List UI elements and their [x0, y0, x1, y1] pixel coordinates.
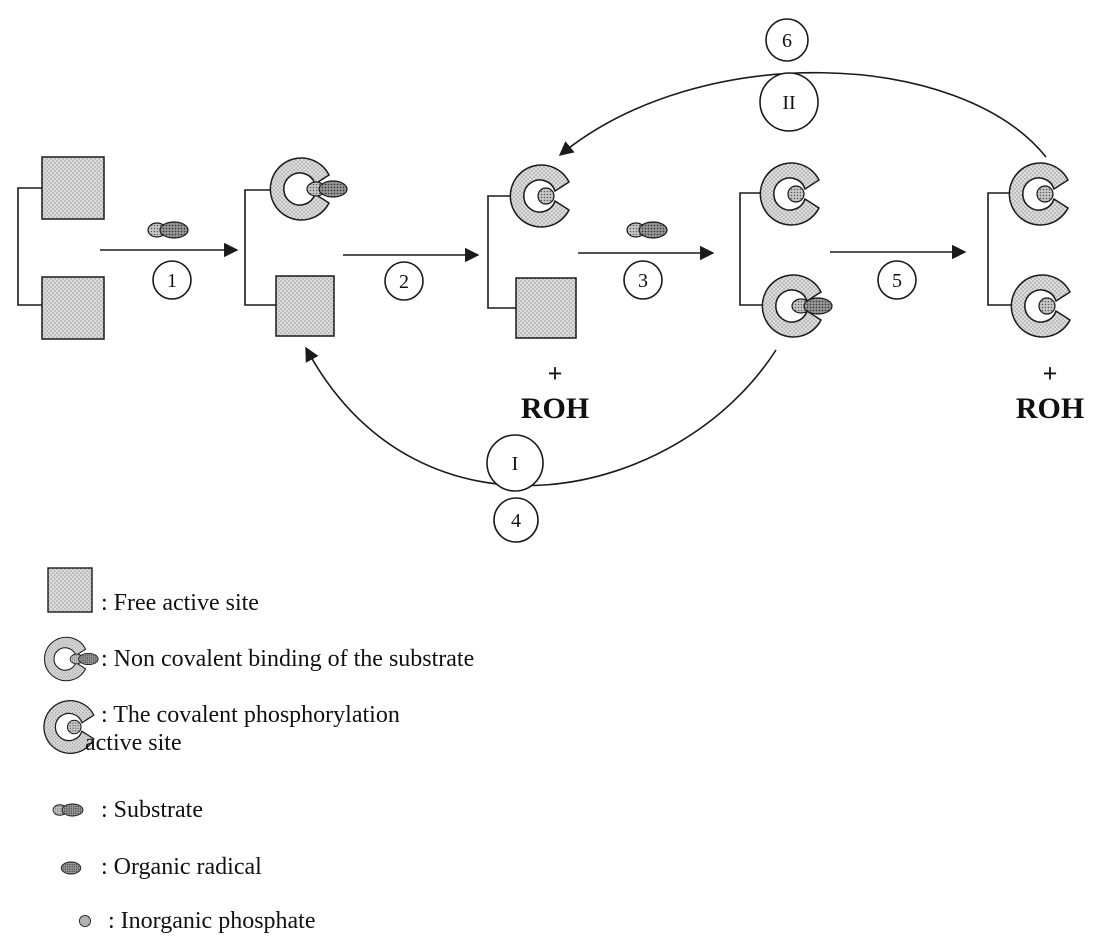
step-5-label: 5 — [892, 270, 902, 292]
cycle-ii-marker: II — [759, 72, 819, 132]
free-site-square — [41, 156, 105, 220]
legend-substrate: : Substrate — [101, 797, 203, 823]
phosphate-icon — [1036, 185, 1054, 203]
plus-sign: + — [548, 359, 563, 388]
substrate-icon — [306, 180, 348, 198]
free-site-square — [41, 276, 105, 340]
substrate-icon — [791, 297, 833, 315]
legend-inorganic-phosphate: : Inorganic phosphate — [108, 908, 316, 934]
step-6-marker: 6 — [765, 18, 809, 62]
roh-product: ROH — [521, 392, 589, 425]
cycle-i-arrow — [305, 346, 777, 487]
step-1-marker: 1 — [152, 260, 192, 300]
stage-b — [244, 157, 348, 337]
step-6-label: 6 — [782, 30, 792, 52]
stage-a-free-sites — [17, 156, 105, 340]
step-1-label: 1 — [167, 270, 177, 292]
cycle-ii-label: II — [782, 92, 795, 114]
phosphate-icon — [537, 187, 555, 205]
plus-sign: + — [1043, 359, 1058, 388]
cycle-i-label: I — [512, 453, 519, 475]
stage-d — [739, 162, 833, 338]
step-2-marker: 2 — [384, 261, 424, 301]
legend: : Free active site : Non covalent bindin… — [43, 567, 474, 934]
free-site-square — [515, 277, 577, 339]
step-3-marker: 3 — [623, 260, 663, 300]
legend-covalent-line2: active site — [85, 730, 182, 756]
cycle-i-marker: I — [486, 434, 544, 492]
noncovalent-legend-icon — [44, 636, 99, 682]
cycle-ii-arrow — [558, 71, 1047, 158]
legend-organic-radical: : Organic radical — [101, 854, 262, 880]
step-5-marker: 5 — [877, 260, 917, 300]
phosphate-icon — [1038, 297, 1056, 315]
substrate-icon — [626, 221, 668, 239]
phosphate-icon — [787, 185, 805, 203]
free-site-square — [275, 275, 335, 337]
substrate-icon — [147, 221, 189, 239]
legend-noncovalent: : Non covalent binding of the substrate — [101, 646, 474, 672]
legend-free-site: : Free active site — [101, 590, 259, 616]
stage-c — [487, 164, 577, 339]
phosphate-legend-icon — [78, 914, 92, 928]
stage-e — [987, 162, 1071, 338]
roh-product: ROH — [1016, 392, 1084, 425]
step-2-label: 2 — [399, 271, 409, 293]
step-4-marker: 4 — [493, 497, 539, 543]
step-4-label: 4 — [511, 510, 521, 532]
free-site-legend-icon — [47, 567, 93, 613]
radical-legend-icon — [60, 861, 82, 875]
substrate-legend-icon — [52, 803, 84, 817]
legend-covalent-line1: : The covalent phosphorylation — [101, 702, 400, 728]
step-3-label: 3 — [638, 270, 648, 292]
